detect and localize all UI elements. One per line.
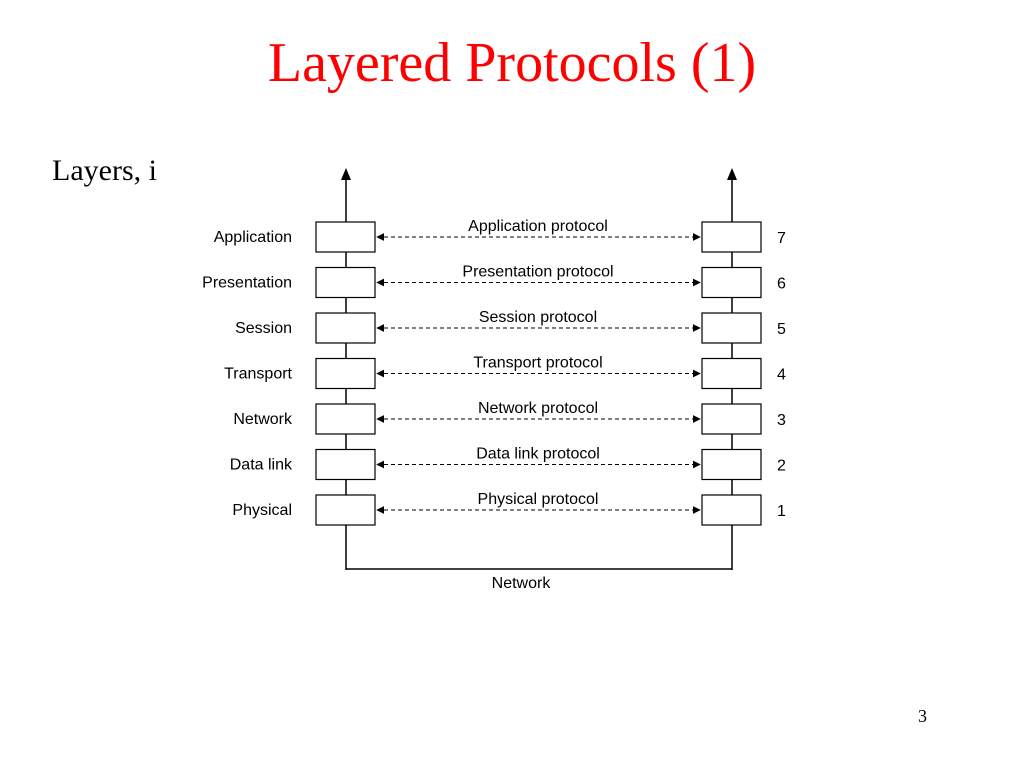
layer-number-label: 5 xyxy=(777,321,786,338)
protocol-label: Network protocol xyxy=(478,400,598,417)
left-layer-box xyxy=(315,221,376,253)
layer-row: Session Session protocol 5 xyxy=(235,309,786,344)
layer-row: Data link Data link protocol 2 xyxy=(230,446,786,481)
right-layer-box xyxy=(701,312,762,344)
right-layer-box xyxy=(701,266,762,299)
bullet-text: Layers, i xyxy=(52,154,157,187)
layer-number-label: 1 xyxy=(777,503,786,520)
right-layer-box xyxy=(701,357,762,390)
right-layer-box xyxy=(701,403,762,435)
left-layer-box xyxy=(315,448,376,481)
layer-number-label: 6 xyxy=(777,276,786,293)
layer-name-label: Data link xyxy=(230,457,293,474)
layer-name-label: Transport xyxy=(224,366,292,383)
layer-name-label: Session xyxy=(235,320,292,337)
left-up-arrow-icon xyxy=(341,168,351,180)
layer-name-label: Network xyxy=(233,411,293,428)
protocol-label: Application protocol xyxy=(468,218,608,235)
layer-number-label: 7 xyxy=(777,230,786,247)
network-label: Network xyxy=(492,575,552,592)
layer-name-label: Presentation xyxy=(202,275,292,292)
layer-row: Network Network protocol 3 xyxy=(233,400,786,435)
protocol-label: Session protocol xyxy=(479,309,597,326)
layer-name-label: Physical xyxy=(232,502,292,519)
left-layer-box xyxy=(315,357,376,390)
protocol-label: Transport protocol xyxy=(473,355,602,372)
layer-row: Application Application protocol 7 xyxy=(214,218,786,253)
right-layer-box xyxy=(701,448,762,481)
right-up-arrow-icon xyxy=(727,168,737,180)
left-layer-box xyxy=(315,312,376,344)
layer-number-label: 4 xyxy=(777,367,786,384)
left-layer-box xyxy=(315,266,376,299)
layer-row: Physical Physical protocol 1 xyxy=(232,491,786,526)
protocol-label: Presentation protocol xyxy=(462,264,613,281)
right-layer-box xyxy=(701,494,762,526)
left-layer-box xyxy=(315,403,376,435)
layer-row: Transport Transport protocol 4 xyxy=(224,355,786,390)
layer-number-label: 2 xyxy=(777,458,786,475)
layer-name-label: Application xyxy=(214,229,292,246)
left-layer-box xyxy=(315,494,376,526)
right-layer-box xyxy=(701,221,762,253)
slide-title: Layered Protocols (1) xyxy=(267,32,757,94)
protocol-label: Physical protocol xyxy=(478,491,599,508)
layer-row: Presentation Presentation protocol 6 xyxy=(202,264,786,299)
page-number: 3 xyxy=(918,706,927,726)
protocol-label: Data link protocol xyxy=(476,446,600,463)
layer-number-label: 3 xyxy=(777,412,786,429)
